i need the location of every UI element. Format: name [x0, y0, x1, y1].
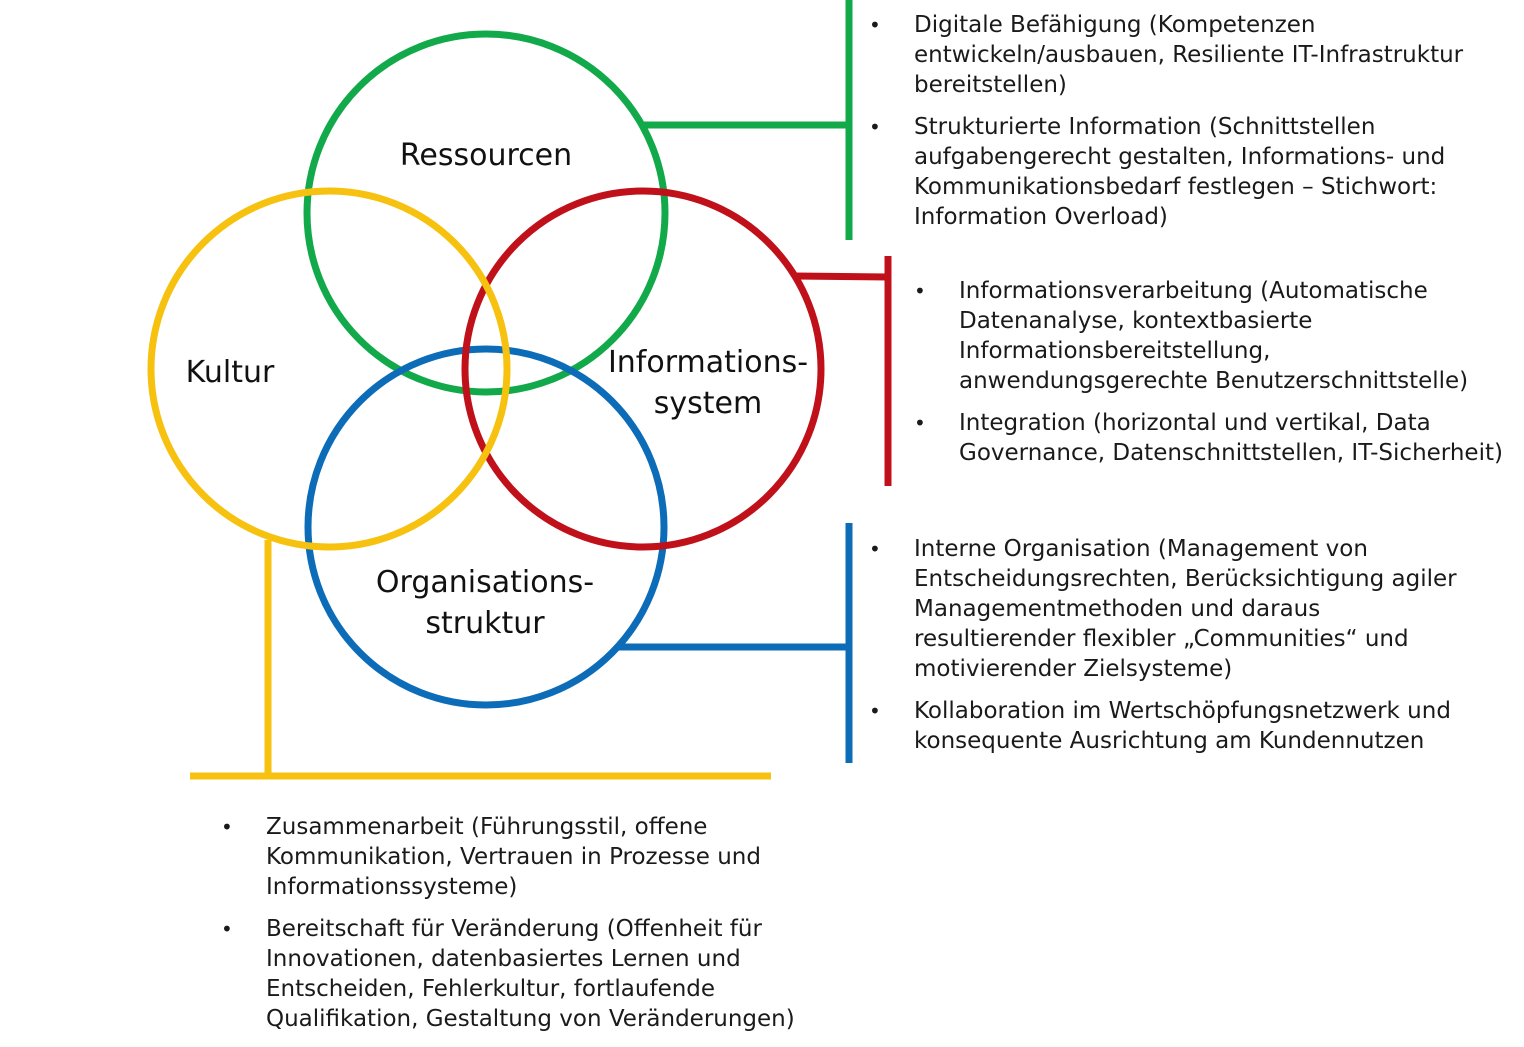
connector-organisationsstruktur [618, 523, 853, 763]
bullet-icon: • [869, 699, 881, 723]
connector-ressourcen [642, 0, 853, 240]
connector-informationssystem [794, 256, 892, 486]
list-item: • Strukturierte Information (Schnittstell… [869, 112, 1489, 232]
circle-ressourcen [303, 30, 669, 396]
bullet-icon: • [869, 115, 881, 139]
list-item-text: Kollaboration im Wertschöpfungsnetzwerk … [914, 698, 1451, 754]
bullet-icon: • [869, 13, 881, 37]
label-informationssystem-line2: system [654, 386, 762, 421]
list-item-text: Strukturierte Information (Schnittstelle… [914, 114, 1446, 230]
list-item: • Kollaboration im Wertschöpfungsnetzwerk… [869, 696, 1489, 756]
connector-kultur [190, 540, 771, 780]
bullet-list-informationssystem: • Informationsverarbeitung (Automatische … [914, 276, 1519, 468]
circle-kultur [147, 187, 511, 551]
label-organisationsstruktur-line2: struktur [425, 606, 545, 641]
bullet-icon: • [914, 279, 926, 303]
bullet-icon: • [221, 917, 233, 941]
bullet-list-organisationsstruktur: • Interne Organisation (Management von En… [869, 534, 1489, 756]
label-informationssystem-line1: Informations- [608, 345, 808, 380]
list-item-text: Zusammenarbeit (Führungsstil, offene Kom… [266, 814, 761, 900]
list-item: • Zusammenarbeit (Führungsstil, offene Ko… [221, 812, 821, 902]
bullet-icon: • [221, 815, 233, 839]
circle-informationssystem [461, 187, 825, 551]
list-item-text: Integration (horizontal und vertikal, Da… [959, 410, 1503, 466]
label-organisationsstruktur-line1: Organisations- [376, 565, 594, 600]
list-item: • Informationsverarbeitung (Automatische … [914, 276, 1519, 396]
label-ressourcen: Ressourcen [400, 138, 572, 173]
connector-line-informationssystem [794, 272, 889, 281]
list-item-text: Informationsverarbeitung (Automatische D… [959, 278, 1469, 394]
list-item: • Digitale Befähigung (Kompetenzen entwic… [869, 10, 1489, 100]
bullet-list-ressourcen: • Digitale Befähigung (Kompetenzen entwic… [869, 10, 1489, 232]
label-kultur: Kultur [186, 355, 275, 390]
list-item: • Interne Organisation (Management von En… [869, 534, 1489, 684]
list-item: • Bereitschaft für Veränderung (Offenheit… [221, 914, 821, 1034]
bullet-icon: • [914, 411, 926, 435]
circle-organisationsstruktur [304, 345, 668, 709]
list-item-text: Interne Organisation (Management von Ent… [914, 536, 1457, 682]
list-item: • Integration (horizontal und vertikal, D… [914, 408, 1519, 468]
bullet-list-kultur: • Zusammenarbeit (Führungsstil, offene Ko… [221, 812, 821, 1034]
bullet-icon: • [869, 537, 881, 561]
list-item-text: Bereitschaft für Veränderung (Offenheit … [266, 916, 795, 1032]
list-item-text: Digitale Befähigung (Kompetenzen entwick… [914, 12, 1464, 98]
